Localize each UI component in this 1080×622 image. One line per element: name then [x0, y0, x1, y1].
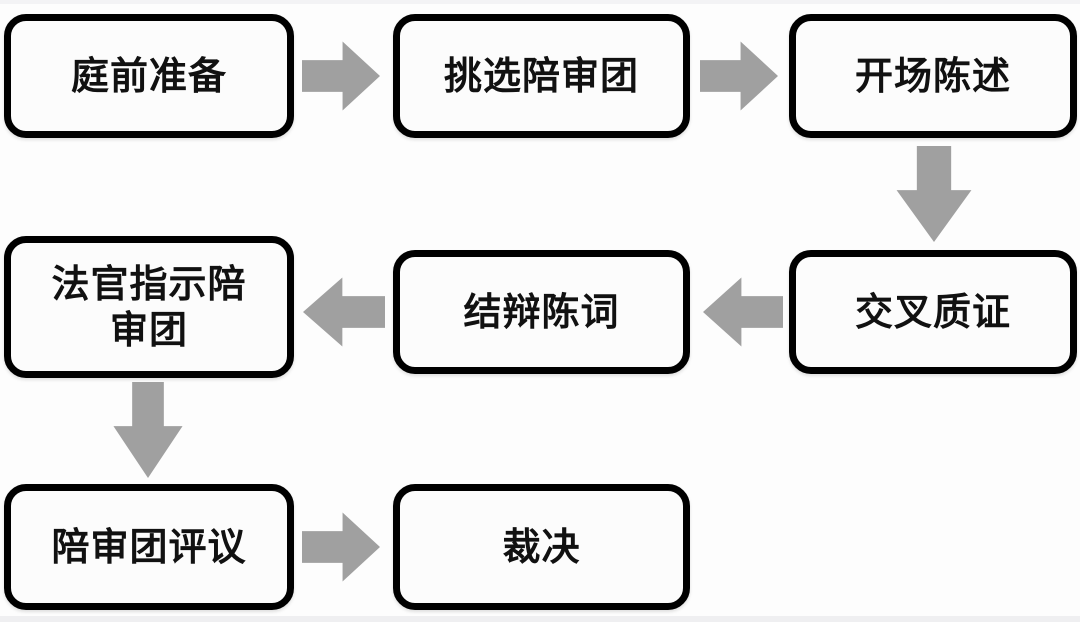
arrow-n3-to-n4 [896, 146, 972, 242]
node-label: 陪审团评议 [51, 524, 247, 569]
node-judge-instructs-jury[interactable]: 法官指示陪 审团 [4, 236, 294, 378]
node-jury-selection[interactable]: 挑选陪审团 [393, 14, 690, 138]
node-label: 法官指示陪 审团 [51, 261, 247, 352]
node-label: 交叉质证 [854, 289, 1011, 334]
arrow-n6-to-n7 [113, 382, 183, 478]
arrow-n5-to-n6 [303, 277, 385, 347]
node-cross-examination[interactable]: 交叉质证 [789, 250, 1077, 374]
node-label: 庭前准备 [70, 53, 227, 98]
node-pretrial-preparation[interactable]: 庭前准备 [4, 14, 294, 138]
node-label: 裁决 [502, 524, 581, 569]
node-closing-argument[interactable]: 结辩陈词 [393, 250, 690, 374]
arrow-n1-to-n2 [302, 41, 380, 111]
arrow-n4-to-n5 [703, 277, 783, 347]
node-opening-statement[interactable]: 开场陈述 [789, 14, 1077, 138]
top-edge-strip [0, 0, 1080, 4]
node-label: 挑选陪审团 [443, 53, 639, 98]
bottom-edge-strip [0, 616, 1080, 622]
node-verdict[interactable]: 裁决 [393, 484, 690, 610]
node-jury-deliberation[interactable]: 陪审团评议 [4, 484, 294, 610]
node-label: 开场陈述 [854, 53, 1011, 98]
arrow-n2-to-n3 [700, 41, 778, 111]
node-label: 结辩陈词 [463, 289, 620, 334]
arrow-n7-to-n8 [302, 512, 380, 582]
